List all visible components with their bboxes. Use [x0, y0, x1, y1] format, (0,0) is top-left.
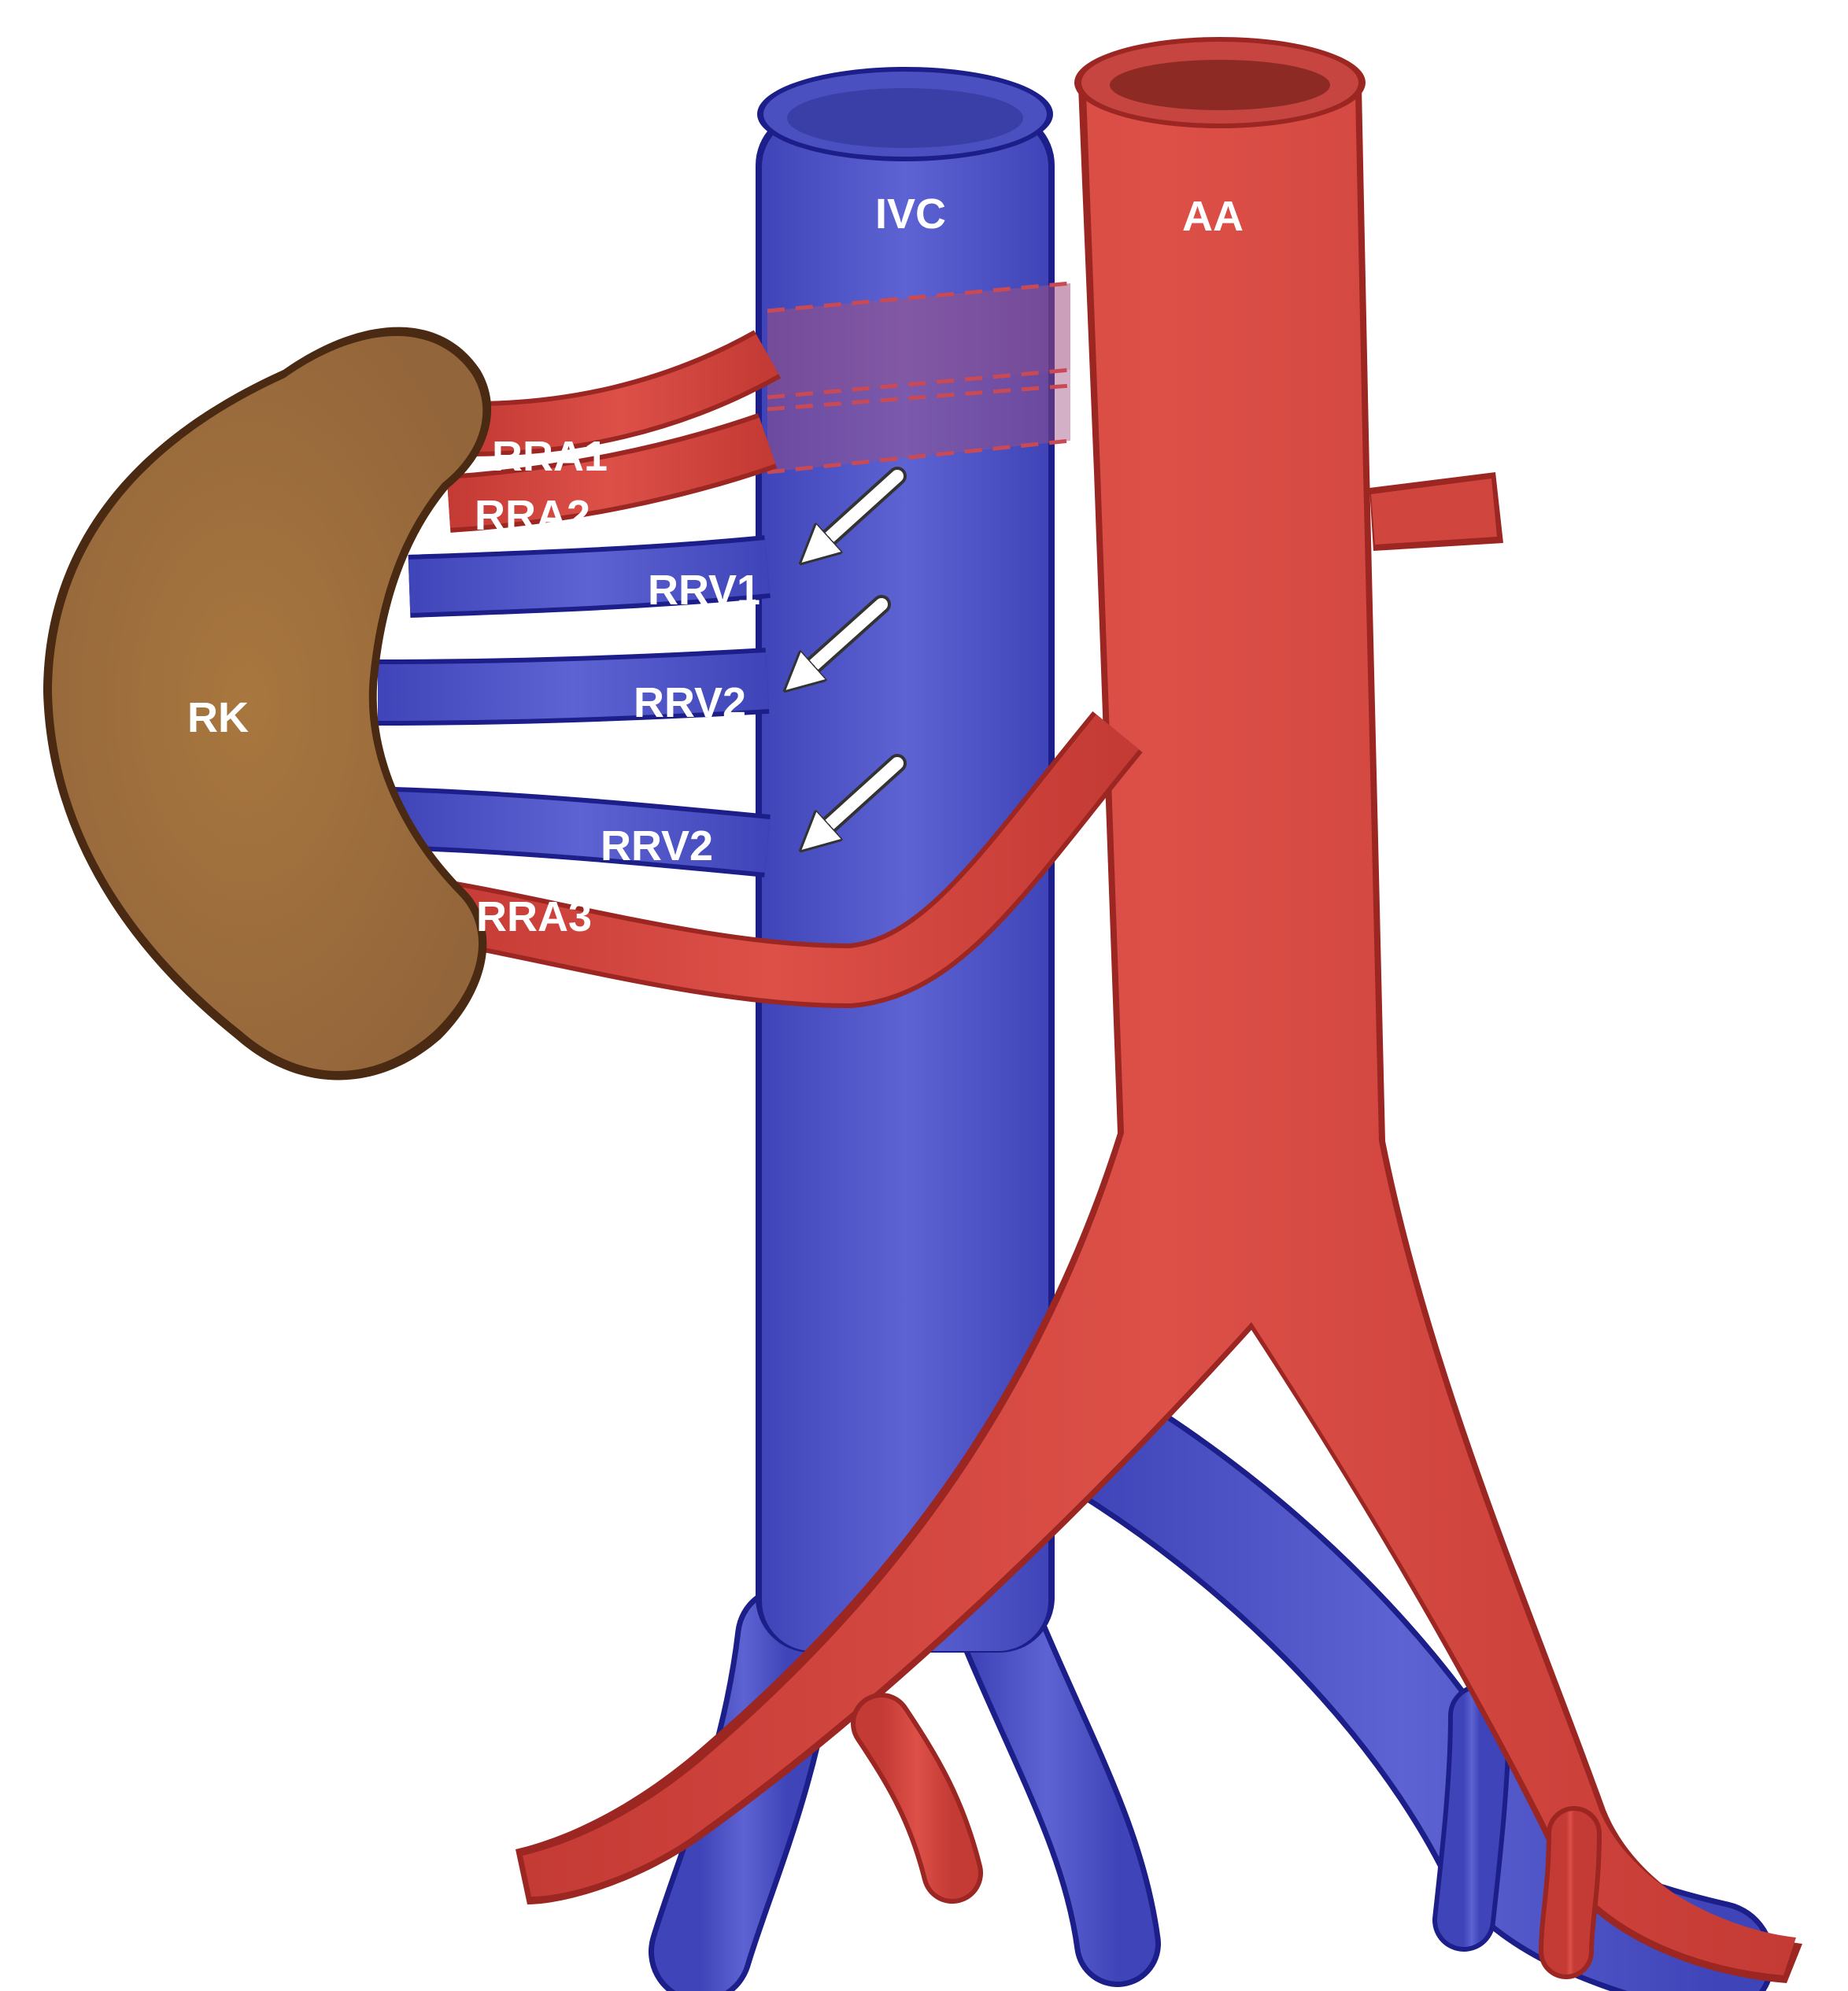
arteries-behind-ivc: [767, 281, 1071, 475]
renal-artery-rra3: [419, 711, 1143, 1009]
vein-arrows: [799, 467, 907, 838]
label-aa: AA: [1182, 193, 1244, 240]
label-ivc: IVC: [875, 190, 947, 238]
label-rrv2-lower: RRV2: [601, 822, 714, 870]
right-kidney: [43, 327, 492, 1080]
renal-arteries-upper: [446, 330, 782, 533]
arrow-icon: [815, 470, 904, 551]
label-rra1: RRA1: [492, 433, 608, 480]
arrow-icon: [799, 598, 888, 678]
label-rrv2-upper: RRV2: [634, 679, 747, 726]
aorta-vessel: [516, 37, 1802, 1983]
label-rra2: RRA2: [475, 492, 591, 539]
renal-veins: [377, 535, 771, 877]
label-rrv1: RRV1: [648, 567, 761, 614]
ivc-vessel: [756, 67, 1055, 1653]
label-rk: RK: [187, 694, 249, 741]
arrow-icon: [815, 757, 904, 838]
label-rra3: RRA3: [476, 893, 593, 940]
